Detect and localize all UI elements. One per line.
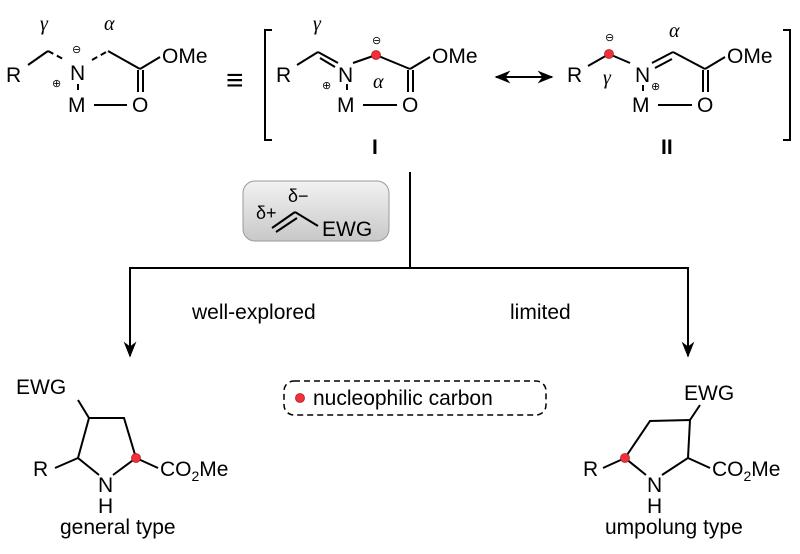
ewg-label: EWG <box>322 218 372 241</box>
delta-plus: δ+ <box>256 203 277 223</box>
methoxy: OMe <box>162 45 208 68</box>
resonance-form-II: R ⊖ γ N ⊕ α OMe O M II <box>567 20 773 159</box>
nitrogen-atom: N <box>647 474 662 497</box>
path-label-left: well-explored <box>191 301 316 324</box>
oxygen-atom: O <box>697 94 713 117</box>
legend-box <box>283 380 547 416</box>
oxygen-atom: O <box>132 94 148 117</box>
r-group: R <box>6 64 21 87</box>
r-group: R <box>276 64 291 87</box>
right-bracket <box>783 29 791 141</box>
hydrogen-atom: H <box>98 495 113 518</box>
label-II: II <box>661 136 673 159</box>
alpha-label: α <box>373 71 384 93</box>
product-general-type: EWG R N H CO2Me general type <box>16 376 228 539</box>
r-group: R <box>583 458 598 481</box>
branch-line <box>129 267 689 354</box>
gamma-label: γ <box>603 67 612 89</box>
product-umpolung-type: EWG R N H CO2Me umpolung type <box>583 382 780 539</box>
oxygen-atom: O <box>402 94 418 117</box>
legend-dot <box>295 393 305 403</box>
minus-charge: ⊖ <box>72 44 81 56</box>
minus-charge: ⊖ <box>372 35 381 47</box>
gamma-label: γ <box>40 13 49 35</box>
r-group: R <box>567 64 582 87</box>
metal-atom: M <box>632 94 650 117</box>
reagent-box <box>242 180 390 242</box>
delta-minus: δ− <box>288 186 309 206</box>
metal-atom: M <box>337 94 355 117</box>
nucleophilic-carbon-dot <box>131 453 141 463</box>
label-I: I <box>372 136 378 159</box>
plus-charge: ⊕ <box>322 80 331 92</box>
ewg-label: EWG <box>684 382 734 405</box>
ester-label: CO2Me <box>712 458 780 484</box>
ewg-label: EWG <box>16 376 66 399</box>
nitrogen-atom: N <box>98 474 113 497</box>
plus-charge: ⊕ <box>651 81 660 93</box>
alkene-reagent: δ+ δ− EWG <box>256 186 372 241</box>
azomethine-ylide-delocalized: R N ⊖ ⊕ OMe O M γ α <box>6 13 208 117</box>
product-label-left: general type <box>60 516 176 539</box>
nitrogen-atom: N <box>635 64 650 87</box>
equivalence-sign: ≡ <box>226 64 244 97</box>
resonance-form-I: R N ⊕ ⊖ α γ OMe O M I <box>276 13 478 159</box>
plus-charge: ⊕ <box>52 78 61 90</box>
nucleophilic-carbon-dot <box>620 453 630 463</box>
minus-charge: ⊖ <box>605 32 614 44</box>
nucleophilic-carbon-dot <box>604 49 614 59</box>
alpha-label: α <box>669 20 680 42</box>
methoxy: OMe <box>727 45 773 68</box>
nucleophilic-carbon-dot <box>371 50 381 60</box>
left-bracket <box>264 29 272 141</box>
methoxy: OMe <box>432 45 478 68</box>
hydrogen-atom: H <box>647 495 662 518</box>
alpha-label: α <box>104 13 115 35</box>
metal-atom: M <box>68 94 86 117</box>
r-group: R <box>33 458 48 481</box>
path-label-right: limited <box>510 301 571 324</box>
nitrogen-atom: N <box>70 62 85 85</box>
product-label-right: umpolung type <box>605 516 743 539</box>
nitrogen-atom: N <box>338 64 353 87</box>
gamma-label: γ <box>313 13 322 35</box>
legend-text: nucleophilic carbon <box>313 387 493 410</box>
ester-label: CO2Me <box>160 458 228 484</box>
